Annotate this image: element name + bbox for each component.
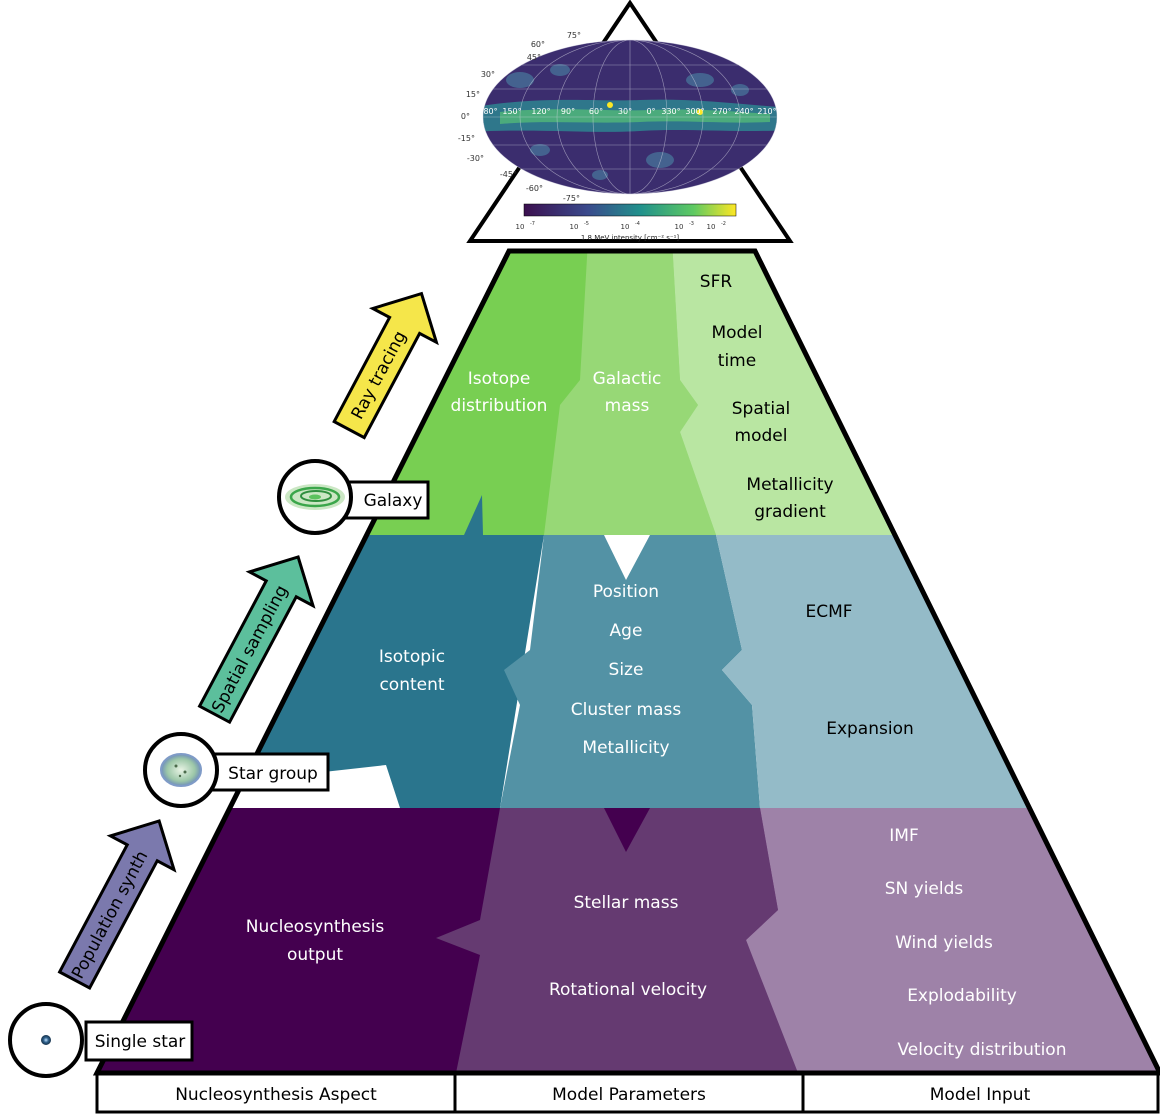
star-input-text: IMF	[889, 826, 918, 846]
star-parameter-text: Rotational velocity	[549, 980, 707, 1000]
colorbar-tick: 10	[675, 223, 684, 231]
galaxy-aspect-text: Isotope	[468, 369, 531, 389]
sky-lon-label: 300°	[685, 107, 704, 116]
galaxy-input-text: SFR	[700, 272, 733, 292]
star-icon	[41, 1035, 51, 1045]
group-aspect-text: content	[379, 675, 444, 695]
star-parameters-cell	[436, 808, 800, 1073]
colorbar-tick-exponent: -3	[689, 221, 694, 227]
group-parameter-text: Age	[610, 621, 643, 641]
scale-badge-star-group: Star group	[143, 732, 330, 808]
colorbar-tick-exponent: -2	[721, 221, 726, 227]
sky-lat-label: -60°	[526, 184, 543, 193]
galaxy-parameter-text: mass	[605, 396, 650, 416]
column-header-parameters: Model Parameters	[552, 1085, 706, 1105]
column-header-aspect: Nucleosynthesis Aspect	[175, 1085, 377, 1105]
colorbar-label: 1.8 MeV intensity [cm⁻² s⁻¹]	[581, 234, 680, 242]
group-parameters-cell	[500, 535, 760, 808]
galaxy-icon	[285, 484, 345, 510]
sky-lon-label: 120°	[531, 107, 550, 116]
colorbar-tick: 10	[516, 223, 525, 231]
galaxy-input-text: Spatial	[732, 399, 791, 419]
column-header-input: Model Input	[930, 1085, 1031, 1105]
scale-label-star-group: Star group	[228, 764, 318, 784]
colorbar-tick: 10	[621, 223, 630, 231]
sky-lat-label: -45°	[500, 170, 517, 179]
arrow-spatial-sampling-label: Spatial sampling	[208, 582, 292, 716]
star-input-text: Velocity distribution	[898, 1040, 1067, 1060]
pyramid-outline	[92, 248, 1160, 1076]
star-cluster-icon	[160, 753, 202, 787]
sky-lat-label: 0°	[461, 112, 470, 121]
group-input-text: ECMF	[805, 602, 852, 622]
star-aspect-text: output	[287, 945, 343, 965]
galaxy-input-text: gradient	[754, 502, 826, 522]
galaxy-aspect-text: distribution	[451, 396, 548, 416]
sky-lon-label: 330°	[661, 107, 680, 116]
sky-lon-label: 60°	[589, 107, 603, 116]
sky-lon-label: 210°	[757, 107, 776, 116]
scale-label-galaxy: Galaxy	[364, 491, 423, 511]
column-headers: Nucleosynthesis Aspect Model Parameters …	[95, 1072, 1160, 1114]
colorbar-tick-exponent: -5	[584, 221, 589, 227]
colorbar-tick: 10	[707, 223, 716, 231]
sky-lat-label: 30°	[481, 70, 495, 79]
arrow-population-synth-label: Population synth	[68, 848, 152, 983]
sky-lon-label: 240°	[734, 107, 753, 116]
sky-lon-label: 180°	[478, 107, 497, 116]
sky-lat-label: 45°	[527, 53, 541, 62]
sky-lat-label: 60°	[531, 40, 545, 49]
galaxy-parameter-text: Galactic	[593, 369, 662, 389]
sky-lon-label: 150°	[502, 107, 521, 116]
sky-lon-label: 270°	[712, 107, 731, 116]
colorbar-tick: 10	[570, 223, 579, 231]
star-input-text: Explodability	[907, 986, 1017, 1006]
colorbar-tick-exponent: -7	[530, 221, 535, 227]
galaxy-input-text: time	[718, 351, 756, 371]
scale-label-single-star: Single star	[95, 1032, 186, 1052]
star-input-text: Wind yields	[895, 933, 993, 953]
group-input-cell	[716, 535, 1160, 808]
group-parameter-text: Metallicity	[582, 738, 669, 758]
sky-lat-label: -15°	[458, 134, 475, 143]
group-parameter-text: Cluster mass	[571, 700, 682, 720]
star-input-cell	[746, 808, 1160, 1073]
sky-lon-label: 90°	[561, 107, 575, 116]
galaxy-input-text: Model	[711, 323, 762, 343]
scale-badge-galaxy: Galaxy	[277, 459, 430, 535]
sky-lat-label: 15°	[466, 90, 480, 99]
galaxy-input-text: model	[735, 426, 788, 446]
star-parameter-text: Stellar mass	[574, 893, 679, 913]
galaxy-input-text: Metallicity	[746, 475, 833, 495]
sky-lon-label: 30°	[618, 107, 632, 116]
group-aspect-text: Isotopic	[379, 647, 445, 667]
star-input-text: SN yields	[885, 879, 964, 899]
sky-lat-label: -75°	[563, 194, 580, 203]
sky-lon-label: 0°	[646, 107, 655, 116]
sky-map: 180° 150° 120° 90° 60° 30° 0° 330° 300° 270°240° 2…	[458, 31, 778, 203]
colorbar: 10 -7 10 -5 10 -4 10 -3 10 -2 1.8 MeV intensity […	[516, 203, 737, 242]
group-input-text: Expansion	[826, 719, 914, 739]
group-parameter-text: Size	[609, 660, 644, 680]
galaxy-input-cell	[672, 251, 1160, 535]
sky-lat-label: 75°	[567, 31, 581, 40]
star-aspect-text: Nucleosynthesis	[246, 917, 385, 937]
scale-badge-single-star: Single star	[8, 1002, 194, 1078]
galaxy-parameters-cell	[544, 251, 716, 535]
colorbar-tick-exponent: -4	[635, 221, 640, 227]
sky-lat-label: -30°	[467, 154, 484, 163]
group-parameter-text: Position	[593, 582, 659, 602]
